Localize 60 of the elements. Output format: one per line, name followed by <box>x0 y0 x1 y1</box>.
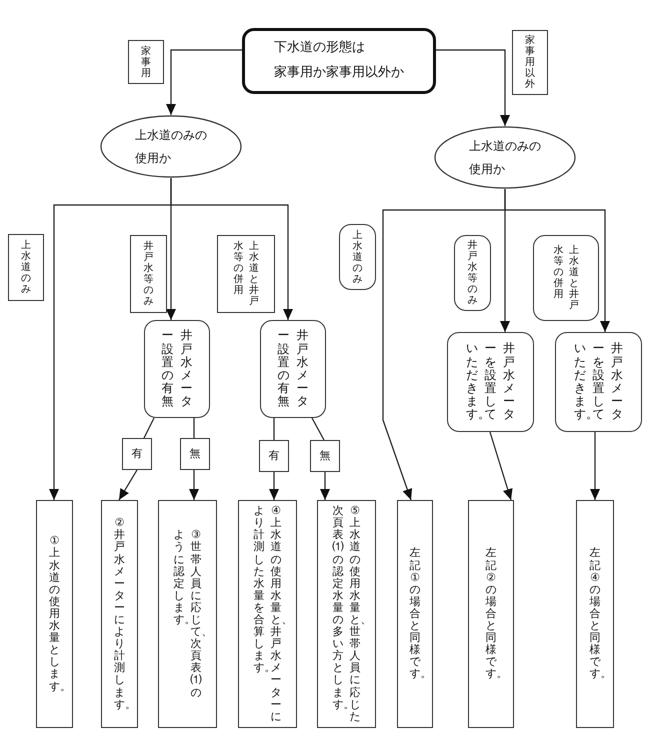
node-text: 井戸水メーターを設置していただきます。 <box>574 342 624 422</box>
arrow <box>504 189 610 332</box>
node-text: 井戸水等のみ <box>468 240 478 306</box>
arrow <box>269 472 279 500</box>
label-box <box>217 235 275 313</box>
label-box <box>317 500 376 728</box>
label-box <box>130 235 167 313</box>
node-text: 井戸水メーター設置の有無 <box>162 329 192 409</box>
node-text: 上水道のみの使用か <box>469 138 541 178</box>
label-box <box>128 40 164 84</box>
process-box <box>242 28 436 94</box>
arrow <box>189 470 199 500</box>
node-text: 上水道のみ <box>352 230 362 284</box>
arrow <box>118 470 138 500</box>
arrow <box>590 432 600 500</box>
node-text: 有 <box>268 450 280 462</box>
node-text: 井戸水等のみ <box>144 241 154 307</box>
node-text: 家事用以外 <box>525 35 535 90</box>
arrow <box>436 49 510 126</box>
label-box <box>36 500 73 728</box>
node-text: 家事用 <box>141 46 151 78</box>
node-text: 有 <box>132 448 142 460</box>
process-box <box>144 320 210 418</box>
label-box <box>512 30 548 95</box>
label-box <box>238 500 297 728</box>
label-box <box>576 500 614 728</box>
connector-line <box>311 418 325 440</box>
node-text: 上水道のみの使用か <box>135 126 207 166</box>
node-text: 上水道と井戸水等の併用 <box>233 241 259 307</box>
node-text: 井戸水メーターを設置していただきます。 <box>466 342 516 422</box>
label-box <box>122 438 152 470</box>
process-box <box>454 235 491 311</box>
process-box <box>447 332 534 432</box>
node-text: 下水道の形態は家事用か家事用以外か <box>274 39 404 82</box>
label-box <box>310 440 340 472</box>
connector-line <box>143 418 155 438</box>
process-box <box>260 320 326 418</box>
label-box <box>468 500 514 728</box>
decision-ellipse <box>434 126 576 189</box>
arrow <box>170 178 293 320</box>
arrow <box>489 432 513 500</box>
connector-line <box>273 418 275 440</box>
node-text: 無 <box>320 450 330 462</box>
label-box <box>259 440 289 472</box>
process-box <box>555 332 642 432</box>
decision-ellipse <box>100 115 242 178</box>
label-box <box>101 500 138 728</box>
label-box <box>397 500 433 728</box>
connector-line <box>193 418 195 438</box>
node-text: 井戸水メーター設置の有無 <box>278 329 308 409</box>
arrow <box>320 472 330 500</box>
label-box <box>8 234 44 301</box>
label-box <box>180 438 210 470</box>
label-box <box>158 500 217 728</box>
node-text: 上水道のみ <box>21 240 31 295</box>
node-text: 上水道と井戸水等の併用 <box>553 245 579 311</box>
arrow <box>166 49 242 115</box>
node-text: 無 <box>190 448 200 460</box>
process-box <box>339 224 376 290</box>
process-box <box>533 235 599 321</box>
